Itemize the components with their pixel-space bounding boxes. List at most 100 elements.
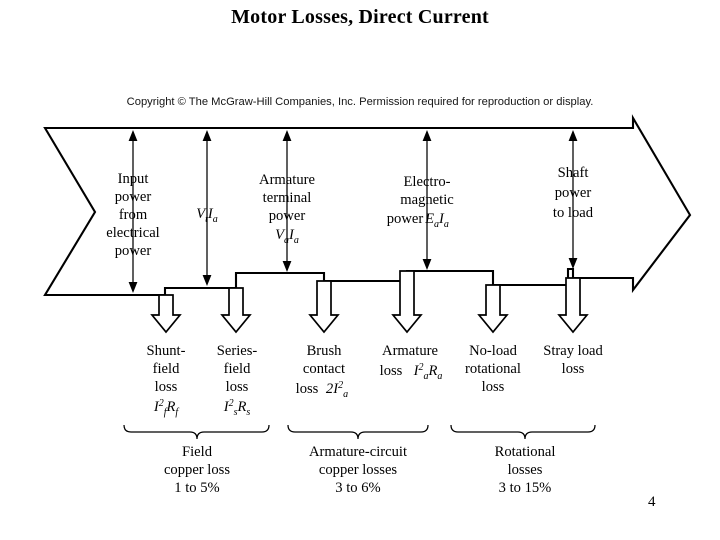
loss-label-line: field [224,361,251,377]
sym-i-sub: a [294,235,299,246]
flow-label-line: magnetic [400,192,454,208]
loss-arrow-no-load-rotational [477,284,509,334]
flow-label-line: power [115,243,152,259]
flow-measure-terminal-power [202,130,212,286]
loss-label-stray-load: Stray load loss [543,343,603,377]
flow-symbol-va-ia: VaIa [275,227,299,246]
flow-arrow-body [43,114,692,297]
flow-label-line: power [387,211,424,227]
loss-arrow-armature [391,270,423,334]
loss-arrow-shunt-field [150,294,182,334]
brace-field-copper-loss [123,424,270,440]
f-exp: 2 [418,362,423,373]
f-sub1: a [343,389,348,400]
loss-label-no-load-rotational: No-load rotational loss [465,343,521,395]
flow-label-shaft-power: Shaft power to load [553,165,594,221]
loss-label-line: contact [303,361,345,377]
flow-label-line: from [119,207,148,223]
f-sub1: f [164,407,168,418]
copyright-notice: Copyright © The McGraw-Hill Companies, I… [126,96,594,108]
flow-symbol-vt-ia: VtIa [196,206,218,225]
flow-label-armature-terminal-power: Armature terminal power VaIa [259,172,315,246]
loss-label-line: Series- [217,343,258,359]
f-coef: 2 [326,381,333,397]
loss-arrow-brush-contact [308,280,340,334]
loss-label-shunt-field: Shunt- field loss I2fRf [147,343,186,418]
f-base: I [413,363,420,379]
f-exp: 2 [229,398,234,409]
loss-label-line: Armature [382,343,438,359]
sym-v-sub: t [205,214,208,225]
sym-i-sub: a [213,214,218,225]
group-label-line: copper loss [164,462,230,478]
loss-label-line: loss [226,379,249,395]
f-sub2: a [437,371,442,382]
loss-label-line: loss [380,363,403,379]
page-title: Motor Losses, Direct Current [231,6,489,28]
sym-i: I [207,206,214,222]
loss-label-line: Shunt- [147,343,186,359]
sym-e: E [424,211,434,227]
f-r: R [236,399,246,415]
group-label-armature-circuit-copper-losses: Armature-circuit copper losses 3 to 6% [309,444,407,496]
sym-e-sub: a [434,219,439,230]
group-label-line: Armature-circuit [309,444,407,460]
flow-label-line: power [269,208,306,224]
f-sub1: a [423,371,428,382]
f-exp: 2 [159,398,164,409]
f-sub2: f [175,407,179,418]
loss-formula: 2I2a [326,380,348,400]
flow-label-line: power [115,189,152,205]
loss-arrow-series-field [220,287,252,334]
sym-i: I [288,227,295,243]
sym-i: I [438,211,445,227]
flow-symbol-ea-ia: EaIa [424,211,449,230]
sym-i-sub: a [444,219,449,230]
loss-formula: I2aRa [413,362,443,382]
f-exp: 2 [338,380,343,391]
f-r: R [165,399,175,415]
brace-armature-circuit-copper-losses [287,424,429,440]
loss-formula: I2fRf [153,398,180,418]
flow-label-line: electrical [106,225,159,241]
group-range: 1 to 5% [174,480,219,496]
sym-v: V [275,227,286,243]
loss-arrow-stray-load [557,277,589,334]
loss-formula: I2sRs [223,398,251,418]
flow-measure-shaft-power [568,130,578,269]
loss-label-line: field [153,361,180,377]
loss-label-line: rotational [465,361,521,377]
sym-v-sub: a [284,235,289,246]
group-label-line: Rotational [495,444,556,460]
flow-label-line: power [555,185,592,201]
flow-label-electromagnetic-power: Electro- magnetic power EaIa [387,174,455,230]
f-base: I [332,381,339,397]
group-label-line: Field [182,444,213,460]
loss-label-armature: Armature loss I2aRa [380,343,443,382]
loss-label-line: Brush [307,343,343,359]
flow-label-line: terminal [263,190,312,206]
loss-label-line: loss [482,379,505,395]
f-sub1: s [234,407,238,418]
loss-label-series-field: Series- field loss I2sRs [217,343,258,418]
f-base: I [153,399,160,415]
flow-measure-input-power [128,130,138,293]
flow-label-terminal-power: VtIa [196,206,218,225]
sym-v: V [196,206,207,222]
f-base: I [223,399,230,415]
loss-label-line: Stray load [543,343,603,359]
flow-label-line: Input [118,171,149,187]
group-label-rotational-losses: Rotational losses 3 to 15% [495,444,556,496]
flow-measure-armature-terminal-power [282,130,292,272]
page-number: 4 [648,494,656,510]
flow-measure-electromagnetic-power [422,130,432,270]
flow-label-input-power: Input power from electrical power [106,171,159,259]
loss-label-line: loss [296,381,319,397]
flow-label-line: Armature [259,172,315,188]
brace-rotational-losses [450,424,596,440]
loss-label-line: No-load [469,343,518,359]
flow-label-line: Electro- [404,174,451,190]
group-label-field-copper-loss: Field copper loss 1 to 5% [164,444,230,496]
